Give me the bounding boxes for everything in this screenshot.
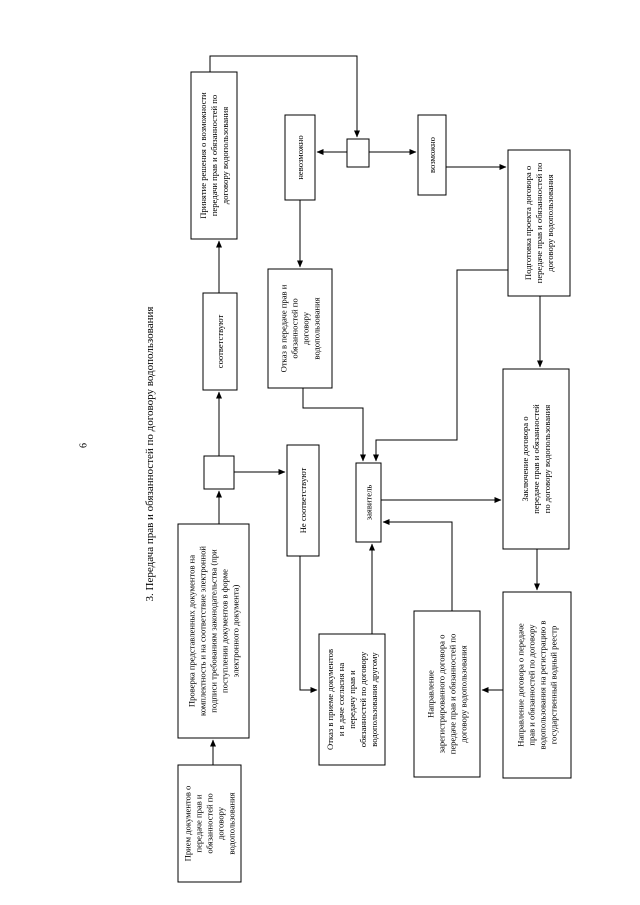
label-line: передаче прав и обязанностей по <box>448 634 458 755</box>
label-line: соответствуют <box>215 315 225 369</box>
label-line: обязанностей по договору <box>358 651 368 747</box>
box-possible <box>417 114 447 196</box>
label-line: водопользования <box>227 792 237 854</box>
box-applicant <box>355 462 382 543</box>
label-line: Отказ в передаче прав и <box>279 284 289 372</box>
label-send-registry: Направление договора о передачеправ и об… <box>516 621 559 750</box>
label-line: государственный водный реестр <box>549 626 559 745</box>
label-nomatch: Не соответствуют <box>298 467 308 533</box>
label-line: Не соответствуют <box>298 467 308 533</box>
box-match <box>202 292 238 391</box>
label-line: водопользования <box>312 297 322 359</box>
label-line: обязанностей по <box>205 793 215 853</box>
label-line: и в даче согласия на <box>336 663 346 736</box>
label-line: подписи требованиям законодательства (пр… <box>209 549 219 713</box>
box-junction-1 <box>203 455 235 490</box>
arrow-prepare-applicant <box>373 269 508 462</box>
label-applicant: заявитель <box>364 485 374 521</box>
label-line: прав и обязанностей по договору <box>527 624 537 746</box>
label-match: соответствуют <box>215 315 225 369</box>
arrow-nomatch-refuse-docs <box>299 556 318 693</box>
box-junction-2 <box>346 138 370 168</box>
label-line: Принятие решения о возможности <box>198 92 208 219</box>
label-line: Направление договора о передаче <box>516 623 526 747</box>
label-line: возможно <box>427 137 437 173</box>
label-line: водопользования другому <box>369 652 379 747</box>
label-line: обязанностей по <box>290 298 300 358</box>
arrow-decision-junction <box>209 55 360 138</box>
box-refuse-transfer <box>267 268 333 389</box>
label-line: водопользования на регистрацию в <box>538 621 548 750</box>
label-line: Направление <box>426 670 436 718</box>
box-check <box>177 523 250 739</box>
label-prepare: Подготовка проекта договора опередаче пр… <box>523 163 555 284</box>
label-line: зарегистрированного договора о <box>437 635 447 754</box>
label-conclude: Заключение договора опередаче прав и обя… <box>520 404 552 514</box>
arrow-refuse-transfer-applicant <box>302 388 366 462</box>
label-send-registered: Направлениезарегистрированного договора … <box>426 634 469 755</box>
arrow-registered-applicant <box>382 519 453 611</box>
label-line: передаче прав и <box>194 794 204 852</box>
label-line: договору <box>216 806 226 840</box>
label-line: Подготовка проекта договора о <box>523 166 533 280</box>
label-line: Проверка представленных документов на <box>187 555 197 707</box>
label-line: комплектность и на соответствие электрон… <box>198 546 208 716</box>
label-possible: возможно <box>427 137 437 173</box>
label-line: заявитель <box>364 485 374 521</box>
box-receive <box>177 764 242 883</box>
label-line: передачи прав и обязанностей по <box>209 95 219 216</box>
label-line: договору водопользования <box>220 107 230 205</box>
box-impossible <box>284 114 316 201</box>
label-line: передачу прав и <box>347 670 357 729</box>
label-line: электронного документа) <box>231 585 241 678</box>
label-line: Заключение договора о <box>520 416 530 501</box>
label-line: передаче прав и обязанностей по <box>534 163 544 284</box>
box-decision <box>190 71 238 240</box>
box-conclude <box>502 368 570 550</box>
label-line: договору водопользования <box>459 645 469 743</box>
label-check: Проверка представленных документов наком… <box>187 546 241 716</box>
label-refuse-docs: Отказ в приеме документови в даче соглас… <box>325 649 379 750</box>
label-impossible: невозможно <box>295 135 305 179</box>
label-decision: Принятие решения о возможностипередачи п… <box>198 92 230 219</box>
label-receive: Прием документов опередаче прав иобязанн… <box>183 786 237 862</box>
label-line: Прием документов о <box>183 786 193 862</box>
label-line: по договору водопользования <box>542 405 552 514</box>
box-send-registry <box>502 591 572 779</box>
box-send-registered <box>413 610 481 778</box>
label-line: невозможно <box>295 135 305 179</box>
label-line: передаче прав и обязанностей <box>531 404 541 514</box>
label-refuse-transfer: Отказ в передаче прав иобязанностей подо… <box>279 284 322 372</box>
label-line: поступлении документов в форме <box>220 569 230 693</box>
label-line: Отказ в приеме документов <box>325 649 335 750</box>
label-line: договору водопользования <box>545 174 555 272</box>
label-line: договору <box>301 311 311 345</box>
box-nomatch <box>286 444 320 557</box>
box-prepare <box>507 149 571 297</box>
box-refuse-docs <box>318 633 386 766</box>
